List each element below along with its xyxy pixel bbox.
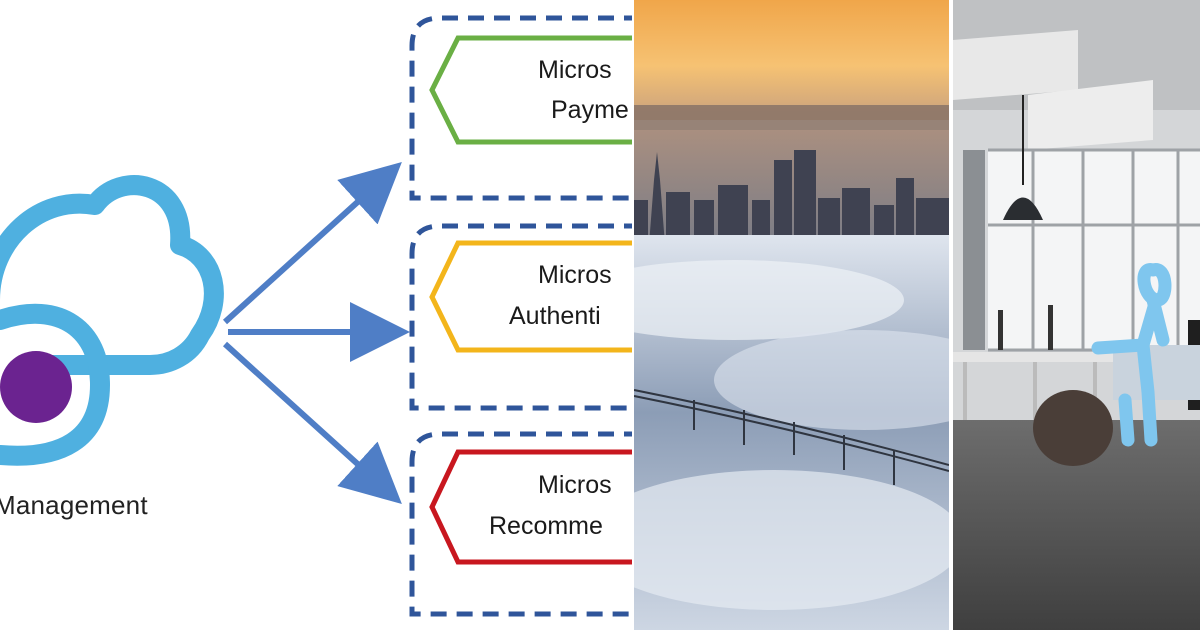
windows <box>988 148 1200 352</box>
divider <box>949 0 953 630</box>
stick-figure-drawing <box>1091 263 1172 447</box>
arrow-to-payments <box>222 161 402 325</box>
cloud-icon <box>0 175 224 466</box>
office-illustration <box>953 0 1200 630</box>
city-fog-photo <box>634 0 949 630</box>
architecture-diagram-panel: Management Micros Payme Micros Authenti … <box>0 15 632 617</box>
arrow-to-recommendations <box>222 341 402 505</box>
service-payments-line1: Micros <box>538 56 612 84</box>
service-authentication-line2: Authenti <box>509 302 601 330</box>
dashed-box-payments <box>409 15 632 201</box>
service-tag-recommendations <box>429 449 632 565</box>
pendant-lamp-icon <box>1003 95 1043 220</box>
service-recommendations-line1: Micros <box>538 471 612 499</box>
office-photo <box>953 0 1200 630</box>
bridge <box>634 389 949 485</box>
diagram-canvas <box>0 15 632 617</box>
service-recommendations-line2: Recomme <box>489 512 603 540</box>
hub-label: Management <box>0 490 148 520</box>
service-tag-authentication <box>429 240 632 353</box>
divider <box>632 0 634 630</box>
dashed-box-recommendations <box>409 431 632 617</box>
hub-dot-icon <box>0 351 72 423</box>
arrows <box>222 161 410 505</box>
dashed-containers <box>409 15 632 617</box>
service-payments-line2: Payme <box>551 96 629 124</box>
ball-chair <box>1033 390 1113 466</box>
sky <box>634 0 949 120</box>
service-authentication-line1: Micros <box>538 261 612 289</box>
dashed-box-authentication <box>409 223 632 411</box>
city-fog-illustration <box>634 0 949 630</box>
service-tag-payments <box>429 35 632 145</box>
